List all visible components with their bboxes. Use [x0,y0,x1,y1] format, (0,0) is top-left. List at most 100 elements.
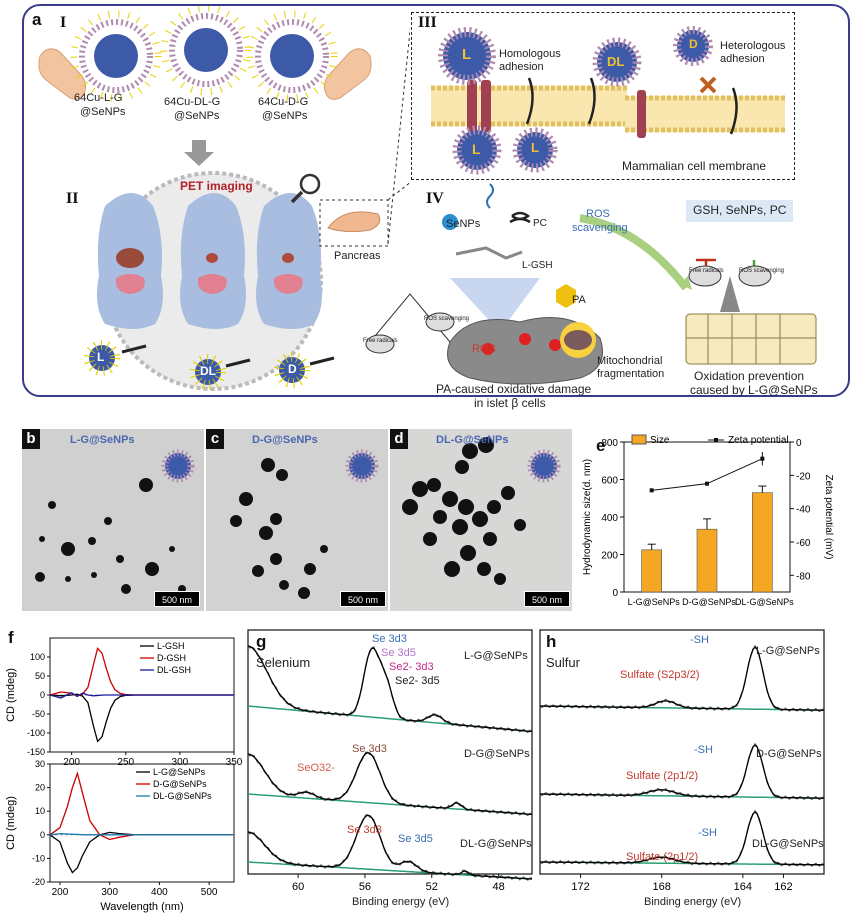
legend-label: D-G@SeNPs [153,779,207,789]
y2-axis-label: Zeta potential (mV) [823,474,834,559]
left-hand-icon [38,48,87,100]
legend-zeta-label: Zeta potential [728,435,789,446]
x-tick-label: 52 [426,881,438,893]
chart-g-frame [247,629,533,875]
chart-h-trace-label-L: L-G@SeNPs [756,645,820,657]
chart-g-annot-se3d3-DL: Se 3d3 [347,824,382,836]
tem-particles-D [230,458,328,599]
x-tick-label: 200 [52,887,69,898]
chart-g-annot-se3d3-D: Se 3d3 [352,743,387,755]
chart-g-annot-se3d3-L: Se 3d3 [372,633,407,645]
membrane-np-letter-L3: L [531,140,539,155]
homologous-adhesion-label: Homologous adhesion [499,48,561,73]
tem-particles-L [35,478,186,594]
x-tick-label: 60 [292,881,304,893]
pa-damage-label-line1: PA-caused oxidative damage [436,382,592,396]
chart-f-frame [49,763,235,883]
mito-label-line1: Mitochondrial [597,355,663,367]
scale-bar-L: 500 nm [154,591,200,607]
legend-label: DL-GSH [157,665,191,675]
y-tick-label: 0 [40,690,45,700]
magnifier-icon [299,173,321,195]
pa-hexagon-icon [556,284,576,308]
y-tick-label: 100 [30,652,45,662]
np-D-icon [246,10,338,102]
tem-np-icon-L [161,449,195,483]
chart-h-annot-sulfate-DL: Sulfate (2p1/2) [626,851,699,863]
chart-h-annot-sh-D: -SH [694,744,713,756]
membrane-np-L-bottom-icon [452,125,502,175]
mammalian-membrane-label: Mammalian cell membrane [622,159,767,173]
legend-label: L-G@SeNPs [153,767,206,777]
panel-label-f: f [8,628,14,647]
y-tick-label: -50 [32,709,45,719]
chart-g-annot-se2-3d5-L: Se2- 3d5 [395,675,440,687]
y-axis-label: CD (mdeg) [5,796,17,850]
y-tick-label: -100 [27,728,45,738]
np-label-DL-line1: 64Cu-DL-G [164,96,221,108]
series-line [49,646,234,697]
cross-icon [699,76,717,94]
tem-title-D: D-G@SeNPs [252,434,318,446]
membrane-left [431,77,627,132]
tem-image-L [22,429,204,611]
fit-trace [540,744,824,799]
fit-trace [247,645,533,733]
np-L-icon [70,10,162,102]
ros-scavenging-small-label: ROS scavenging [424,316,470,322]
y2-tick-label: 0 [796,438,802,449]
chart-g-trace-label-DL: DL-G@SeNPs [460,838,532,850]
y2-tick-label: -20 [796,471,811,482]
x-tick-label: 300 [101,887,118,898]
zeta-point [649,488,654,493]
pa-damage-label-line2: in islet β cells [474,396,546,410]
chart-g-trace-label-L: L-G@SeNPs [464,650,528,662]
panel-label-g: g [256,632,267,651]
heterologous-adhesion-label: Heterologous adhesion [720,40,786,65]
panel-label-h: h [546,632,557,651]
chart-h-title: Sulfur [546,655,580,670]
pet-imaging-title: PET imaging [180,179,253,193]
chart-g-annot-se3d5-L: Se 3d5 [381,647,416,659]
membrane-np-D-icon [673,26,713,66]
mouse-D-icon [256,193,322,329]
y-tick-label: 400 [601,513,618,524]
x-axis-label: Wavelength (nm) [100,901,183,913]
x-tick-label: DL-G@SeNPs [735,597,794,607]
legend-label: D-GSH [157,653,186,663]
down-arrow-icon [184,140,214,166]
membrane-np-letter-L1: L [462,46,472,63]
beam-icon [450,278,540,332]
x-tick-label: 172 [571,881,589,893]
x-tick-label: 350 [226,757,243,768]
y-tick-label: 0 [40,830,45,840]
panel-label-b: b [22,429,40,449]
zeta-point [760,456,765,461]
fit-trace [247,752,533,816]
legend-label: L-GSH [157,641,185,651]
tem-title-L: L-G@SeNPs [70,434,135,446]
syringe-icon [309,356,335,366]
x-tick-label: 162 [774,881,792,893]
chart-h-frame [539,629,825,875]
raw-trace [247,751,533,817]
series-line [49,693,234,743]
chart-h-annot-sh-DL: -SH [698,827,717,839]
y-tick-label: -150 [27,747,45,757]
x-tick-label: 500 [201,887,218,898]
balance-right-icon [720,276,740,312]
ros-label: ROS [472,343,496,355]
panel-a-frame [22,4,850,397]
oxidation-label-line1: Oxidation prevention [694,369,805,383]
fit-trace [247,814,533,880]
legend-label: DL-G@SeNPs [153,791,212,801]
chart-g-annot-seo3-D: SeO32- [297,762,335,774]
chart-g-xlabel: Binding energy (eV) [352,896,450,908]
section-II-label: II [66,190,79,207]
tem-particles-DL [402,437,526,585]
chart-h-xlabel: Binding energy (eV) [644,896,742,908]
ros-arrow-icon [579,214,690,291]
membrane-np-L-right-icon [512,127,558,173]
